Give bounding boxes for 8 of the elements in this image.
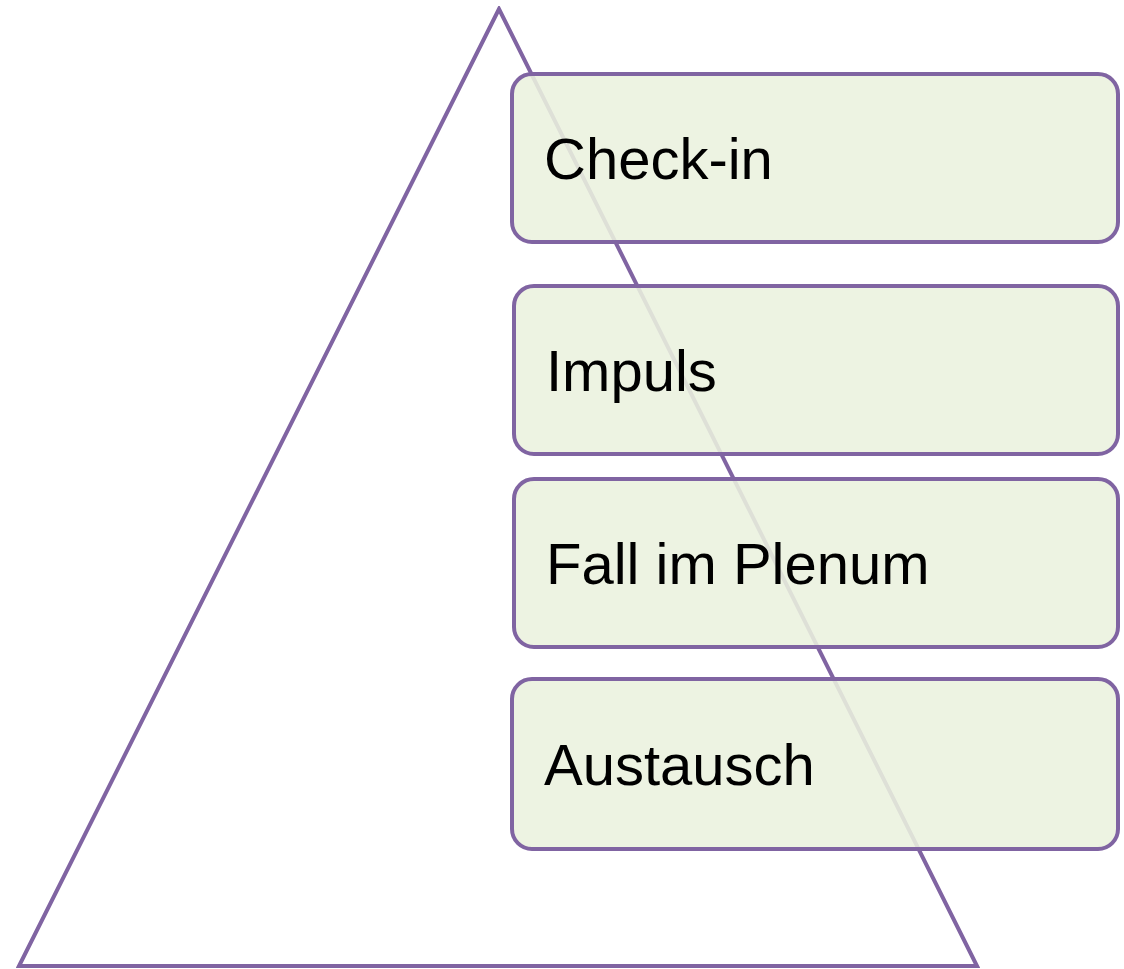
stage-label: Impuls xyxy=(546,336,717,404)
stage-label: Fall im Plenum xyxy=(546,529,930,597)
stage-box xyxy=(512,477,1120,649)
stage-box xyxy=(510,72,1120,244)
stage-label: Check-in xyxy=(544,124,773,192)
stage-label: Austausch xyxy=(544,730,815,798)
stage-box xyxy=(510,677,1120,851)
stage-box xyxy=(512,284,1120,456)
